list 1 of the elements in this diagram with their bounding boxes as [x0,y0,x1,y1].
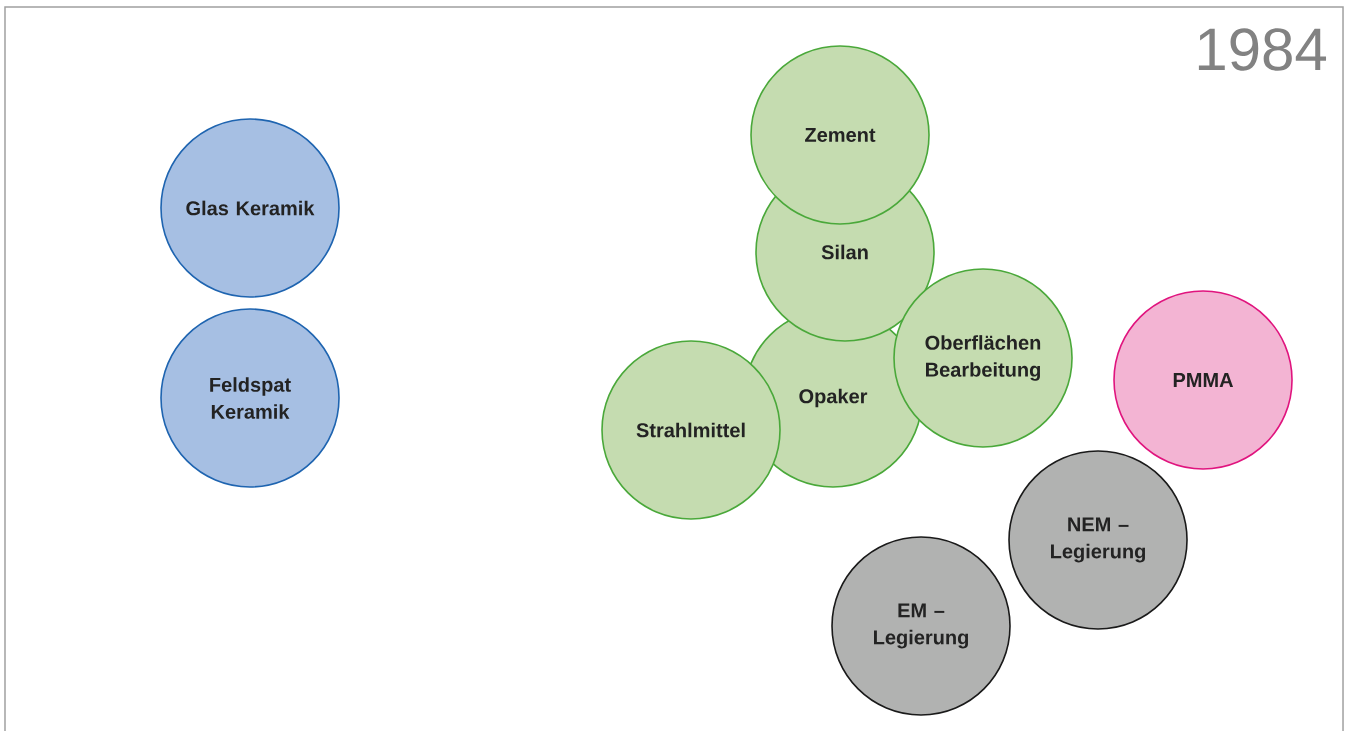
year-heading: 1984 [1198,28,1327,71]
